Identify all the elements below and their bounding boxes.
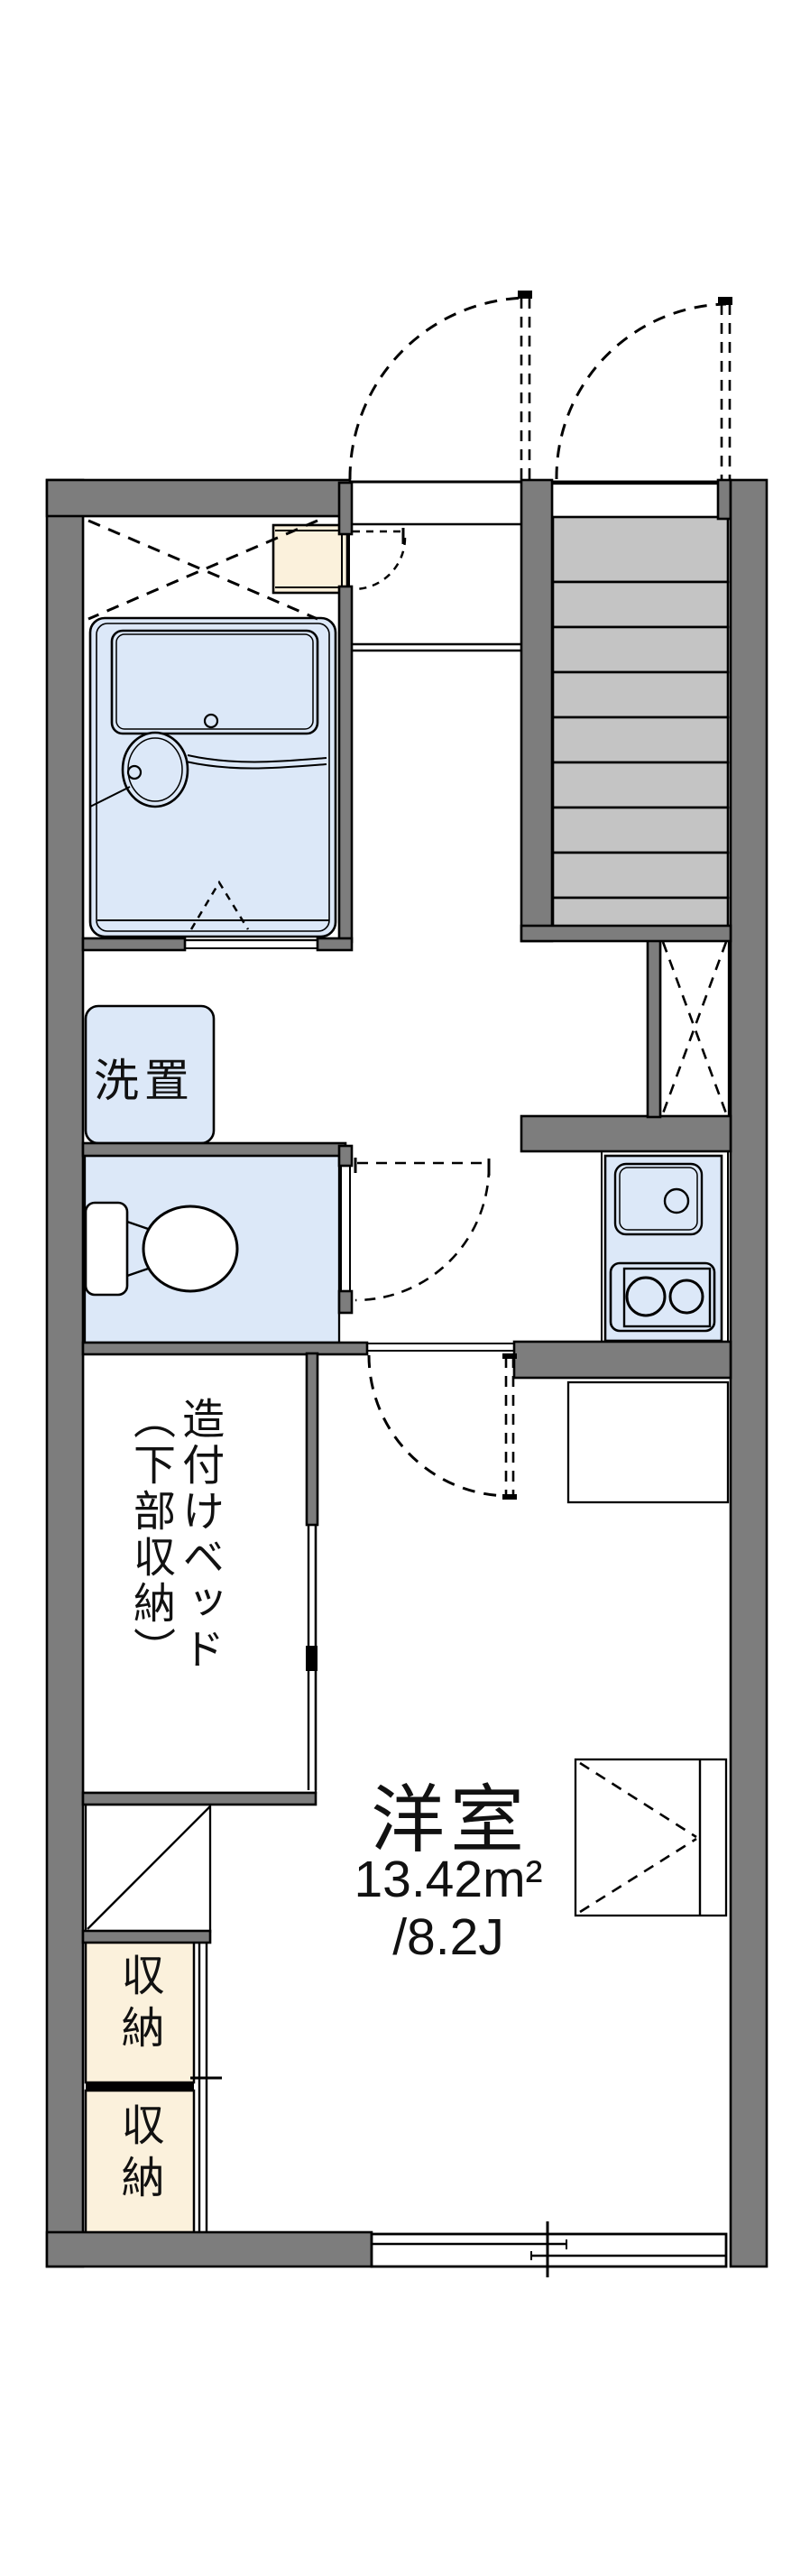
stair-tread — [551, 806, 730, 854]
wall-bath-right-lower — [337, 585, 354, 944]
bathroom-door — [353, 528, 407, 591]
door-swing-arc — [555, 302, 727, 480]
stair-tread — [551, 896, 730, 929]
water-fixtures — [83, 616, 729, 1345]
stair-tread — [551, 670, 730, 719]
dashed-symbols — [87, 291, 732, 1914]
door-swing-arc — [367, 1354, 511, 1498]
corner-closet-diagonal — [87, 1805, 211, 1930]
wall-toilet-right-bottom — [337, 1289, 354, 1315]
stair-tread — [551, 851, 730, 900]
genkan-step-line — [350, 642, 521, 652]
stair-tread — [551, 716, 730, 764]
bathtub-drain-icon — [203, 713, 219, 729]
toilet-bowl — [142, 1205, 239, 1293]
wall-bath-bottom-right — [316, 937, 354, 952]
wall-corner-closet-bottom — [81, 1929, 212, 1944]
understair-closet-x-mark — [661, 941, 728, 1114]
wood-elements — [84, 523, 349, 2238]
bath-faucet-icon — [126, 764, 143, 780]
toilet-door — [354, 1158, 491, 1302]
stair-tread — [551, 580, 730, 629]
closet-lower — [84, 2089, 196, 2238]
stair-tread — [551, 515, 730, 584]
stair-tread — [551, 761, 730, 809]
wall-left — [45, 478, 85, 2268]
wall-bed-right — [305, 1352, 319, 1527]
closet-sliding-door — [198, 1942, 208, 2234]
wall-right — [729, 478, 769, 2268]
entrance-door-2 — [555, 297, 732, 480]
wall-top-right — [716, 478, 732, 521]
wall-bath-bottom-left — [81, 937, 187, 952]
entrance-landing — [550, 482, 731, 520]
bath-shelf — [272, 523, 349, 595]
wall-room-divider-right — [512, 1340, 732, 1380]
bathroom-threshold — [185, 939, 318, 949]
bay-window-dashes — [579, 1761, 697, 1914]
bathtub — [88, 616, 337, 938]
sink-drain-icon — [663, 1187, 690, 1214]
wall-top — [45, 478, 352, 518]
staircase — [551, 515, 730, 929]
stove-burner-icon — [668, 1279, 704, 1315]
bath-stool — [121, 731, 189, 808]
wall-room-divider-left — [81, 1341, 369, 1356]
bottom-window — [370, 2221, 728, 2277]
built-in-bed-label: 造付けベッド （下部収納） — [127, 1397, 225, 1673]
main-room-area-sqm: 13.42m² — [354, 1851, 543, 1908]
wall-kitchen-top — [520, 1114, 732, 1153]
door-swing-arc — [353, 537, 407, 591]
wall-bed-bottom — [81, 1791, 318, 1806]
wall-bottom — [45, 2230, 373, 2268]
wall-stair-bottom — [520, 924, 732, 943]
door-swing-arc — [354, 1166, 491, 1302]
entrance-door-1 — [348, 291, 532, 480]
wall-bath-right-upper — [337, 481, 354, 536]
refrigerator-space — [566, 1380, 730, 1504]
closet-divider — [86, 2082, 194, 2091]
washer-label: 洗置 — [94, 1056, 195, 1106]
room-door-threshold — [367, 1343, 514, 1352]
wall-entrance-pillar — [520, 478, 554, 943]
stair-tread — [551, 625, 730, 674]
bay-window — [574, 1758, 728, 1917]
stove-burner-icon — [625, 1276, 667, 1317]
wall-toilet-right-top — [337, 1144, 354, 1168]
main-room-name: 洋室 — [370, 1779, 529, 1861]
toilet — [84, 1201, 239, 1297]
kitchen-sink — [613, 1162, 704, 1236]
kitchen-unit — [601, 1150, 729, 1345]
toilet-door-jambs — [340, 1166, 351, 1291]
bed-area-floor — [81, 1352, 318, 1795]
wall-washer-divider — [81, 1141, 347, 1158]
main-room-door — [367, 1353, 517, 1500]
closet-lower-label: 収納 — [114, 2102, 162, 2207]
bathtub-basin — [110, 629, 319, 735]
closet-upper-label: 収納 — [114, 1953, 162, 2057]
bed-door-handle — [306, 1646, 318, 1671]
toilet-tank — [84, 1201, 129, 1297]
bath-door-fold-mark — [189, 880, 250, 930]
main-room-area-jo: /8.2J — [392, 1908, 504, 1966]
walls — [45, 478, 769, 2268]
bath-door-jambs — [341, 534, 350, 586]
door-swing-arc — [348, 296, 526, 480]
wall-understair-closet-left — [646, 937, 662, 1119]
